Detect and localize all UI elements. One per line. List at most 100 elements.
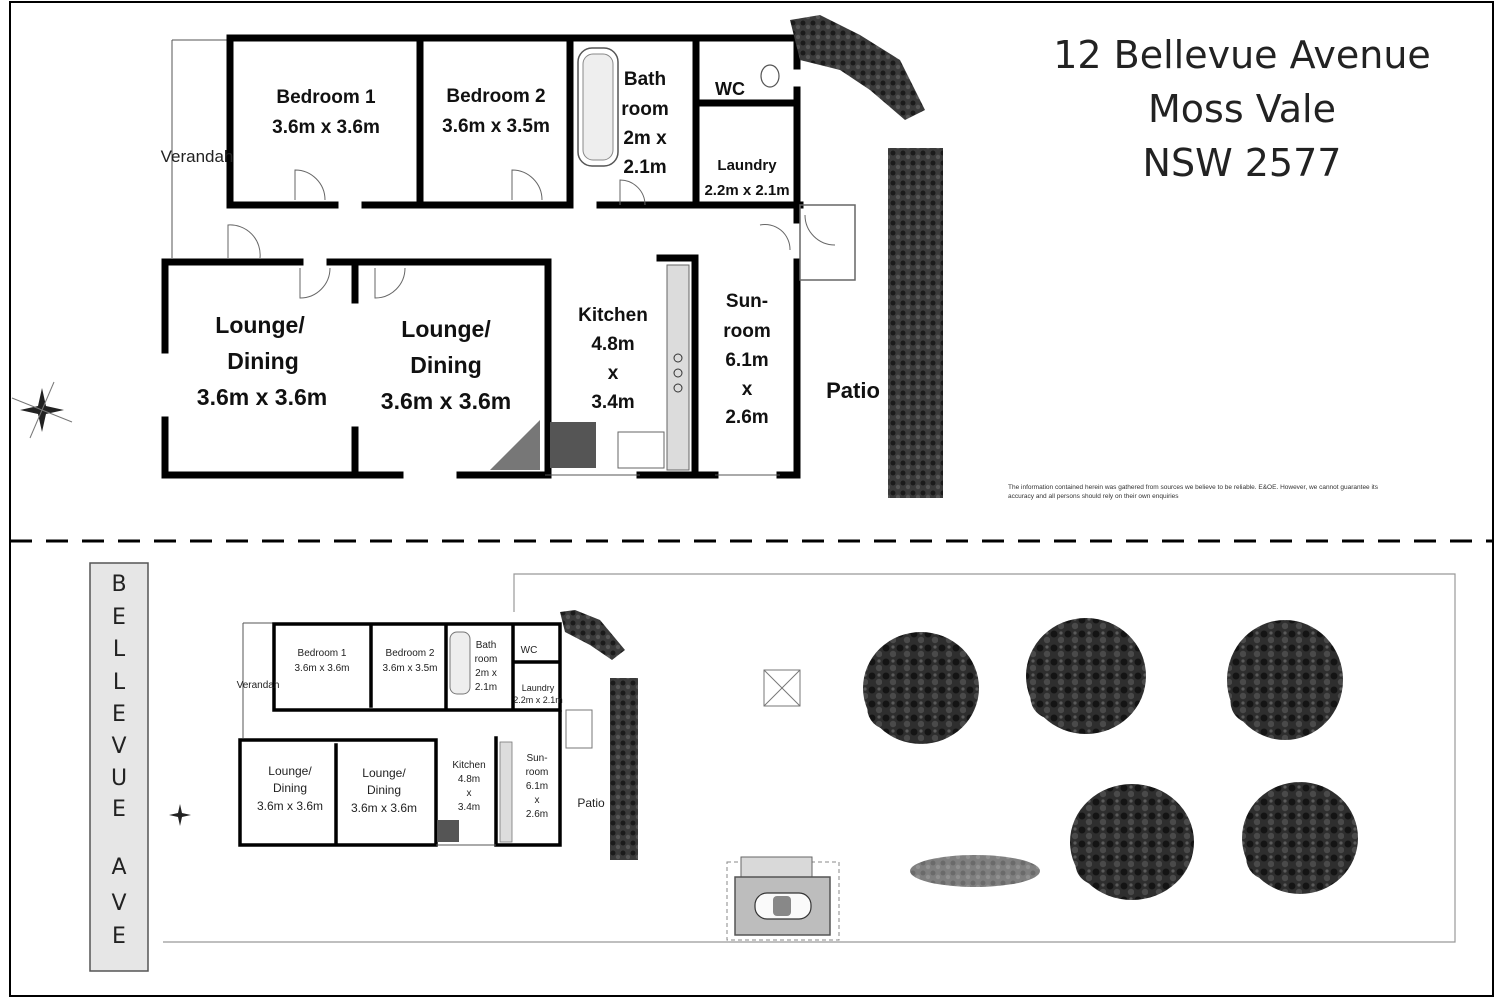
disclaimer-line2: accuracy and all persons should rely on … <box>1008 493 1179 500</box>
garage <box>726 856 840 941</box>
tree-icon <box>1227 620 1343 740</box>
site-kitchen-line2: x <box>467 788 472 799</box>
sunroom-size-line1: 6.1m <box>725 350 768 371</box>
lower-walls <box>161 201 801 479</box>
site-bedroom2-label: Bedroom 2 <box>386 648 435 659</box>
site-laundry-size: 2.2m x 2.1m <box>513 695 563 705</box>
bathroom-size-line1: 2m x <box>623 128 667 149</box>
lounge2-label-line2: Dining <box>410 352 482 378</box>
address-line3: NSW 2577 <box>1143 141 1342 185</box>
toilet <box>760 64 780 88</box>
site-lounge1-line2: Dining <box>273 781 307 795</box>
street-letter: L <box>113 637 126 662</box>
site-sunroom-line4: x <box>535 795 540 806</box>
site-kitchen-line3: 3.4m <box>458 802 480 813</box>
main-floor-plan: Bedroom 1 3.6m x 3.6m Bedroom 2 3.6m x 3… <box>11 15 943 498</box>
site-wc-label: WC <box>521 645 538 656</box>
tree-icon <box>1070 784 1194 900</box>
site-laundry-label: Laundry <box>522 683 555 693</box>
tree-icon <box>863 632 979 744</box>
lounge1-label-line2: Dining <box>227 348 299 374</box>
bedroom2-size: 3.6m x 3.5m <box>442 116 550 137</box>
sunroom-label-line1: Sun- <box>726 291 768 312</box>
street-letter: E <box>112 797 126 822</box>
bedroom1-label: Bedroom 1 <box>276 87 376 108</box>
site-kitchen-line1: 4.8m <box>458 774 480 785</box>
fireplace <box>490 420 540 470</box>
tree-icon <box>1242 782 1358 894</box>
site-bedroom1-size: 3.6m x 3.6m <box>294 663 349 674</box>
address-line2: Moss Vale <box>1148 87 1336 131</box>
patio-step <box>799 204 856 281</box>
lounge1-size: 3.6m x 3.6m <box>197 384 327 410</box>
upper-walls <box>226 34 804 209</box>
street-letter: B <box>111 572 126 597</box>
site-sunroom-line3: 6.1m <box>526 781 548 792</box>
hedge-top <box>790 15 925 120</box>
shrub-row <box>910 855 1040 887</box>
patio-label: Patio <box>826 378 880 403</box>
bedroom1-size: 3.6m x 3.6m <box>272 117 380 138</box>
street-letter: E <box>112 924 126 949</box>
bathtub <box>577 47 619 167</box>
site-sunroom-line2: room <box>526 767 549 778</box>
kitchen-sink <box>617 431 665 469</box>
site-compass-icon <box>169 804 191 826</box>
site-lounge2-line2: Dining <box>367 783 401 797</box>
bathroom-label-line2: room <box>621 99 669 120</box>
compass-rose-icon <box>11 381 73 439</box>
lounge1-label-line1: Lounge/ <box>215 312 305 338</box>
disclaimer-line1: The information contained herein was gat… <box>1008 484 1379 491</box>
site-patio-label: Patio <box>577 796 605 810</box>
kitchen-size-line1: 4.8m <box>591 334 634 355</box>
site-bathroom-line4: 2.1m <box>475 682 497 693</box>
lot-boundary <box>163 573 1456 943</box>
bedroom2-label: Bedroom 2 <box>446 86 545 107</box>
verandah-label: Verandah <box>161 147 234 166</box>
bathroom-label-line1: Bath <box>624 69 666 90</box>
address-line1: 12 Bellevue Avenue <box>1053 33 1431 77</box>
site-lounge1-line1: Lounge/ <box>268 764 312 778</box>
site-bathroom-line3: 2m x <box>475 668 497 679</box>
site-hedge <box>610 678 638 860</box>
sunroom-size-line3: 2.6m <box>725 407 768 428</box>
street-letter: E <box>112 605 126 630</box>
site-floor-plan: Bedroom 1 3.6m x 3.6m Bedroom 2 3.6m x 3… <box>169 610 638 860</box>
laundry-size: 2.2m x 2.1m <box>704 182 789 199</box>
street-letter: V <box>111 891 126 916</box>
page-frame <box>9 1 1494 997</box>
garden-shed <box>763 669 801 707</box>
laundry-label: Laundry <box>717 157 777 174</box>
kitchen-size-line2: x <box>608 363 619 384</box>
kitchen-fridge <box>550 422 596 468</box>
street-letter: V <box>111 734 126 759</box>
site-sunroom-line5: 2.6m <box>526 809 548 820</box>
site-bathroom-line2: room <box>475 654 498 665</box>
kitchen-size-line3: 3.4m <box>591 392 634 413</box>
site-kitchen-label: Kitchen <box>452 760 485 771</box>
kitchen-bench <box>666 264 690 471</box>
street-letter: A <box>111 855 126 880</box>
trees <box>863 618 1358 900</box>
lounge2-size: 3.6m x 3.6m <box>381 388 511 414</box>
street-letter: U <box>111 766 127 791</box>
tree-icon <box>1026 618 1146 734</box>
site-lounge2-line1: Lounge/ <box>362 766 406 780</box>
street-letter: E <box>112 702 126 727</box>
lounge2-label-line1: Lounge/ <box>401 316 491 342</box>
sunroom-size-line2: x <box>742 379 753 400</box>
site-lounge2-size: 3.6m x 3.6m <box>351 801 417 815</box>
sunroom-label-line2: room <box>723 321 771 342</box>
site-sunroom-line1: Sun- <box>526 753 547 764</box>
site-bedroom2-size: 3.6m x 3.5m <box>382 663 437 674</box>
site-bedroom1-label: Bedroom 1 <box>298 648 347 659</box>
street-strip <box>89 562 149 972</box>
car-icon <box>754 892 812 920</box>
hedge-side <box>888 148 943 498</box>
kitchen-label: Kitchen <box>578 305 648 326</box>
site-lounge1-size: 3.6m x 3.6m <box>257 799 323 813</box>
site-bathroom-line1: Bath <box>476 640 497 651</box>
